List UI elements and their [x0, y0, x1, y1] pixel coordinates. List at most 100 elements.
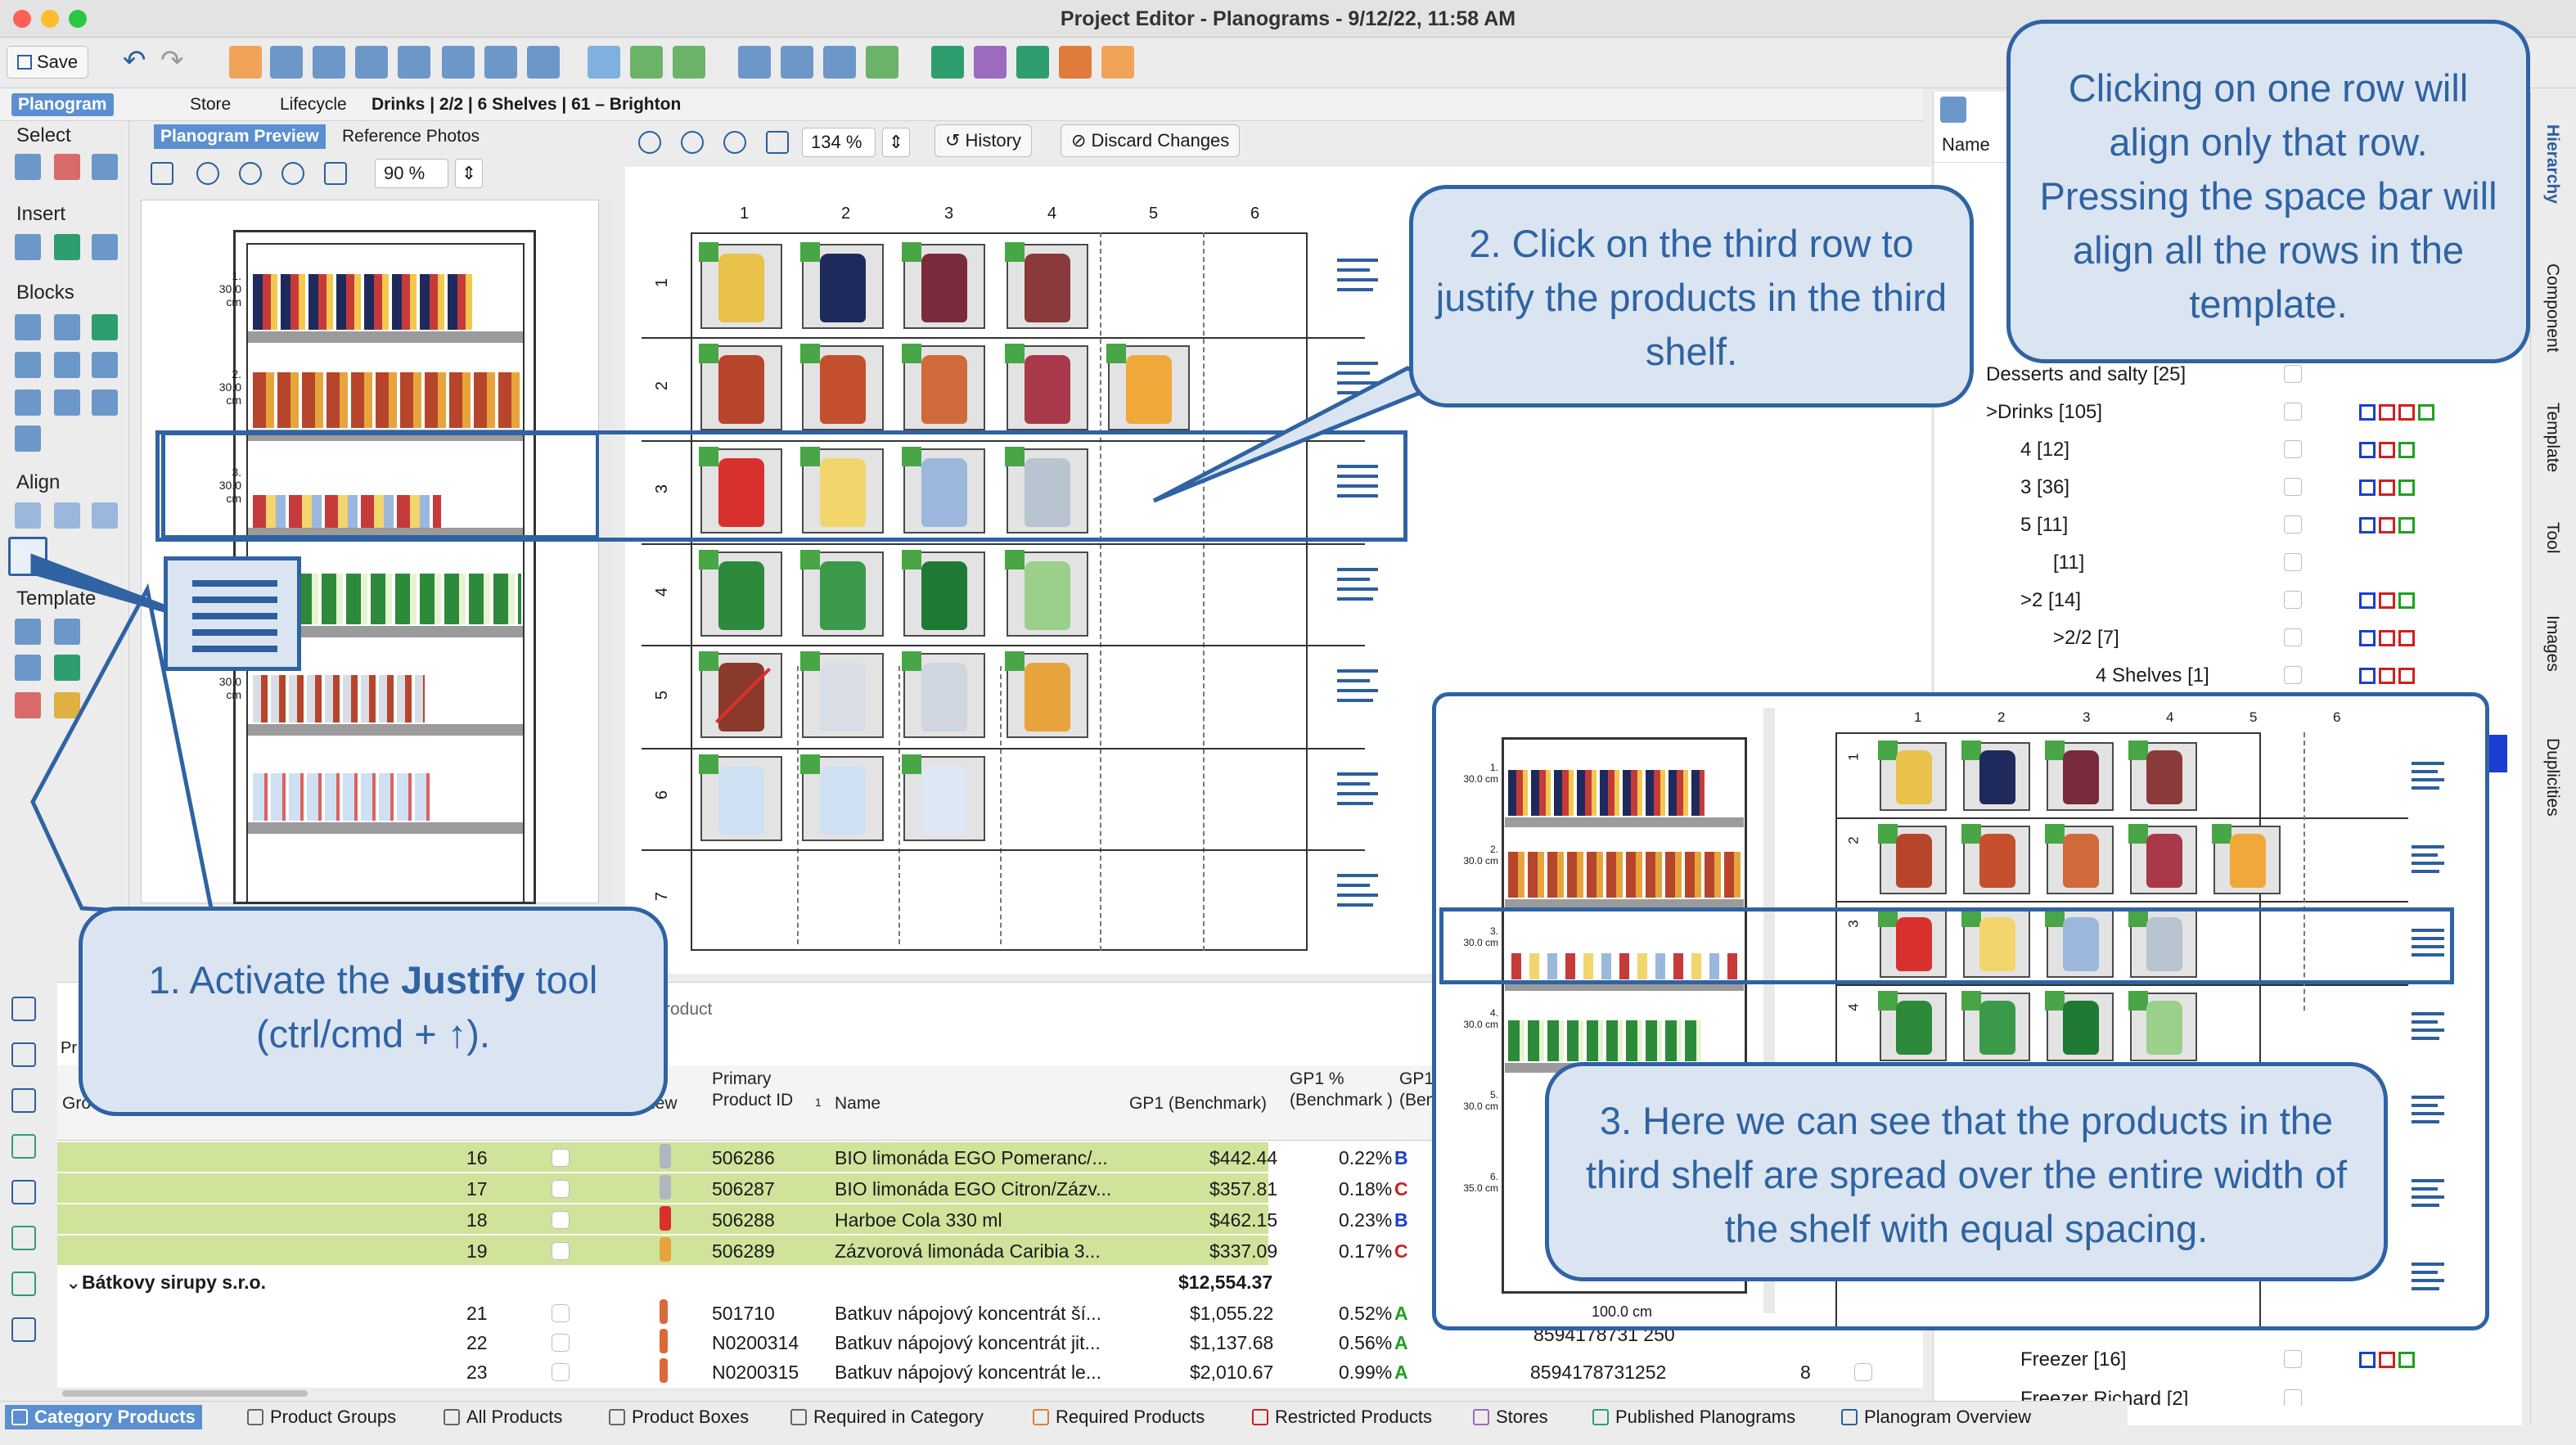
hierarchy-row[interactable]: 3 [36]: [1934, 470, 2523, 506]
table-tool-icon[interactable]: [11, 1134, 36, 1159]
tab-reference-photos[interactable]: Reference Photos: [342, 127, 480, 146]
save-button[interactable]: Save: [7, 46, 89, 79]
close-window-button[interactable]: [13, 10, 31, 28]
product-cell[interactable]: [699, 550, 782, 637]
product-cell[interactable]: [1106, 344, 1190, 430]
tab-component[interactable]: Component: [2543, 263, 2562, 353]
minimize-window-button[interactable]: [41, 10, 59, 28]
insert-product-icon[interactable]: [15, 234, 41, 260]
align-left-icon[interactable]: [15, 502, 41, 529]
store-layout-icon[interactable]: [781, 46, 813, 79]
product-cell[interactable]: [699, 447, 782, 533]
insert-excel-icon[interactable]: [54, 234, 80, 260]
product-cell[interactable]: [1005, 242, 1088, 329]
product-cell[interactable]: [800, 447, 884, 533]
zoom-in-icon[interactable]: [196, 162, 219, 185]
zoom-fit-icon[interactable]: [766, 131, 789, 154]
xo-icon[interactable]: [11, 1272, 36, 1296]
justify-row-1-icon[interactable]: [1337, 259, 1378, 296]
block-icon-10[interactable]: [15, 425, 41, 452]
hierarchy-row[interactable]: [11]: [1934, 545, 2523, 581]
product-cell[interactable]: [1005, 447, 1088, 533]
preview-zoom-stepper[interactable]: ⇕: [455, 159, 483, 188]
history-button[interactable]: ↺ History: [934, 124, 1032, 157]
tab-duplicities[interactable]: Duplicities: [2543, 738, 2562, 817]
product-cell[interactable]: [699, 651, 782, 738]
undo-icon[interactable]: ↶: [123, 45, 146, 76]
tab-required-products[interactable]: Required Products: [1026, 1405, 1211, 1429]
product-cell[interactable]: [902, 754, 985, 841]
align-center-icon[interactable]: [54, 502, 80, 529]
col-name[interactable]: Name: [835, 1094, 881, 1113]
block-icon-3[interactable]: [92, 314, 118, 340]
select-tool-icon[interactable]: [15, 154, 41, 180]
product-cell[interactable]: [1005, 344, 1088, 430]
table-tool-icon[interactable]: [11, 997, 36, 1021]
table-horizontal-scrollbar[interactable]: [57, 1388, 1923, 1399]
justify-row-4-icon[interactable]: [1337, 568, 1378, 605]
zoom-fit-icon[interactable]: [324, 162, 347, 185]
zoom-in-icon[interactable]: [638, 131, 661, 154]
door-icon[interactable]: [630, 46, 663, 79]
product-cell[interactable]: [902, 447, 985, 533]
block-icon-8[interactable]: [54, 389, 80, 416]
table-group-row[interactable]: ⌄ Bátkovy sirupy s.r.o. $12,554.37: [65, 1272, 1273, 1293]
camera-icon[interactable]: [355, 46, 388, 79]
book-tool-icon[interactable]: [313, 46, 345, 79]
block-icon-5[interactable]: [54, 352, 80, 378]
preview-scrollbar[interactable]: [599, 200, 614, 903]
block-icon-6[interactable]: [92, 352, 118, 378]
product-cell[interactable]: [902, 242, 985, 329]
flag-icon[interactable]: [931, 46, 964, 79]
hierarchy-row[interactable]: >2/2 [7]: [1934, 620, 2523, 656]
hierarchy-row[interactable]: 4 [12]: [1934, 432, 2523, 468]
block-icon-2[interactable]: [54, 314, 80, 340]
justify-row-2-icon[interactable]: [1337, 362, 1378, 399]
table-tab-partial[interactable]: Pr: [61, 1039, 77, 1057]
table-row[interactable]: 18 506288 Harboe Cola 330 ml $462.15 0.2…: [57, 1204, 1408, 1234]
csv-icon[interactable]: [11, 1317, 36, 1342]
product-cell[interactable]: [902, 344, 985, 430]
hierarchy-row[interactable]: >Drinks [105]: [1934, 394, 2523, 430]
store-icon[interactable]: [823, 46, 856, 79]
excel-icon[interactable]: [1016, 46, 1049, 79]
tab-lifecycle[interactable]: Lifecycle: [280, 95, 347, 114]
hierarchy-table-icon[interactable]: [1940, 97, 1966, 123]
store-beta-icon[interactable]: [866, 46, 898, 79]
tab-planogram-preview[interactable]: Planogram Preview: [154, 124, 326, 149]
template-icon-5[interactable]: [15, 692, 41, 718]
tab-template[interactable]: Template: [2543, 403, 2562, 473]
tab-category-products[interactable]: Category Products: [5, 1405, 202, 1429]
grid-icon[interactable]: [442, 46, 475, 79]
discard-changes-button[interactable]: ⊘ Discard Changes: [1061, 124, 1241, 157]
tab-images[interactable]: Images: [2543, 615, 2562, 672]
block-icon-9[interactable]: [92, 389, 118, 416]
block-icon-4[interactable]: [15, 352, 41, 378]
col-gp1-short[interactable]: GP1 (Ben: [1399, 1069, 1432, 1110]
tab-store[interactable]: Store: [190, 95, 232, 114]
table-row[interactable]: 16 506286 BIO limonáda EGO Pomeranc/... …: [57, 1142, 1408, 1172]
preview-zoom-field[interactable]: 90 %: [375, 159, 448, 188]
product-cell[interactable]: [699, 754, 782, 841]
measure-icon[interactable]: [398, 46, 430, 79]
template-icon-2[interactable]: [54, 619, 80, 645]
editor-zoom-stepper[interactable]: ⇕: [882, 128, 910, 157]
hierarchy-row[interactable]: Desserts and salty [25]: [1934, 357, 2523, 393]
hierarchy-row[interactable]: 4 Shelves [1]: [1934, 658, 2523, 694]
block-icon-1[interactable]: [15, 314, 41, 340]
hierarchy-row[interactable]: >2 [14]: [1934, 583, 2523, 619]
col-primary-id[interactable]: Primary Product ID: [712, 1069, 794, 1110]
table-row[interactable]: 21 501710 Batkuv nápojový koncentrát ší.…: [57, 1298, 1408, 1327]
zoom-out-icon[interactable]: [681, 131, 704, 154]
zoom-out-icon[interactable]: [239, 162, 262, 185]
tab-tool[interactable]: Tool: [2543, 522, 2562, 554]
export-icon[interactable]: [1101, 46, 1134, 79]
shelf-tool-icon[interactable]: [229, 46, 262, 79]
table-row[interactable]: 22 N0200314 Batkuv nápojový koncentrát j…: [466, 1324, 1675, 1353]
justify-row-7-icon[interactable]: [1337, 874, 1378, 912]
table-row[interactable]: 19 506289 Zázvorová limonáda Caribia 3..…: [57, 1236, 1408, 1265]
table-tool-icon[interactable]: [11, 1042, 36, 1067]
table-icon[interactable]: [738, 46, 771, 79]
tab-planogram[interactable]: Planogram: [11, 93, 114, 116]
product-cell[interactable]: [800, 651, 884, 738]
